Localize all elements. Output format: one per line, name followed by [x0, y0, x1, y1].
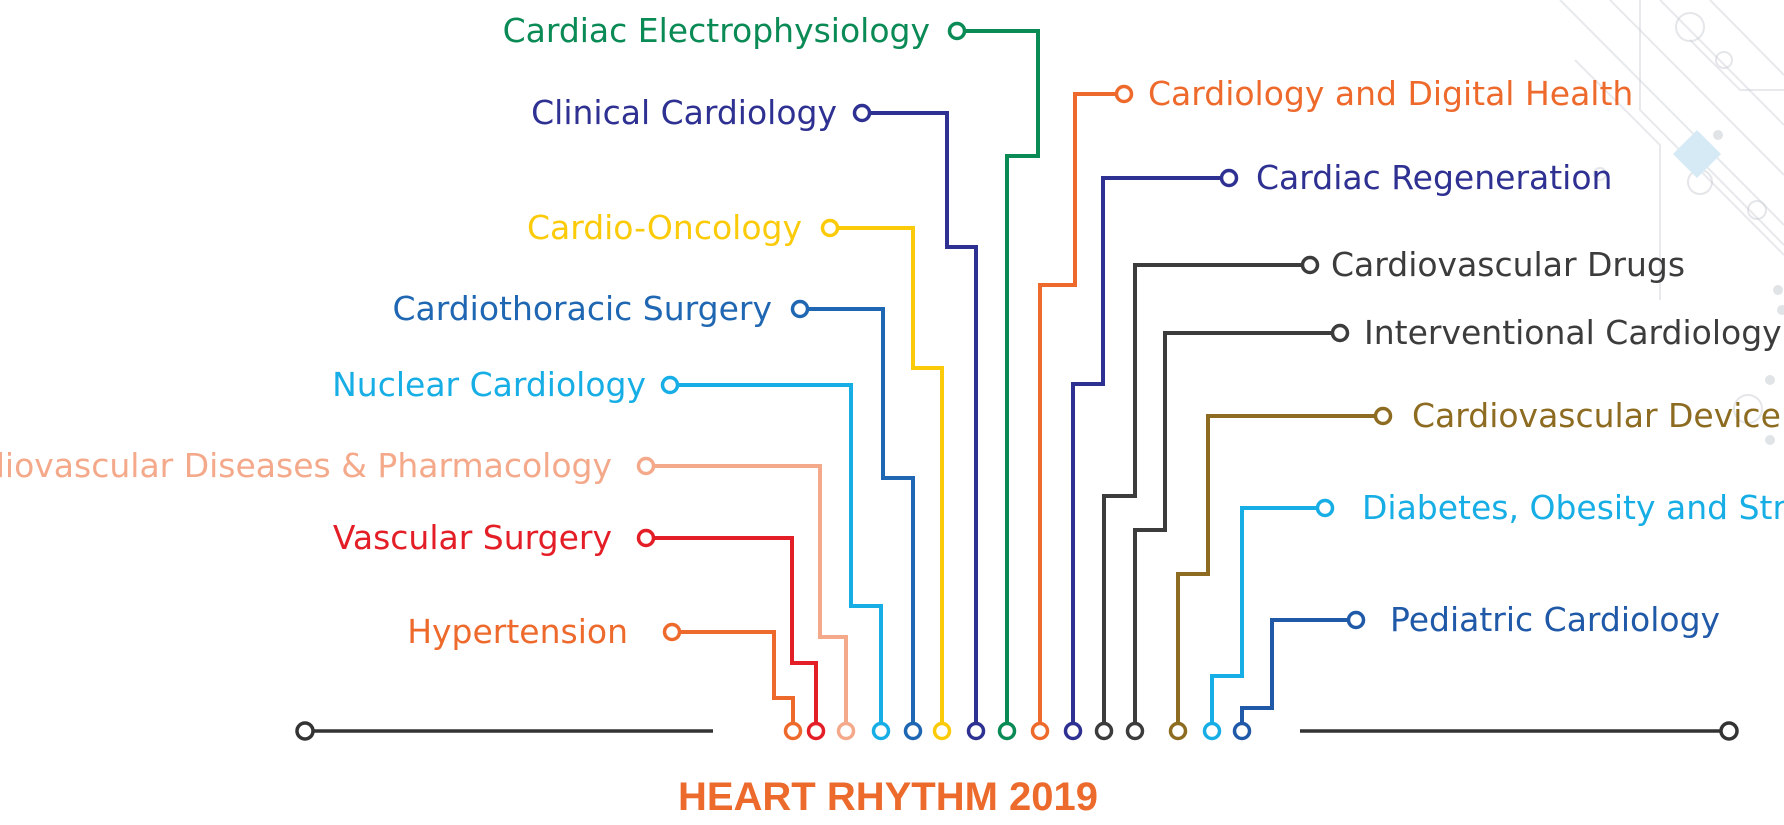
branch-connectors — [646, 31, 1383, 731]
circuit-line — [1700, 160, 1784, 245]
baseline-node-pediatric-cardiology — [1235, 724, 1250, 739]
end-node-cardiovascular-diseases-pharmacology — [639, 459, 654, 474]
baseline-node-cardiac-regeneration — [1066, 724, 1081, 739]
end-node-cardiac-electrophysiology — [950, 24, 965, 39]
baseline-node-diabetes-obesity-stroke — [1205, 724, 1220, 739]
label-cardiology-digital-health: Cardiology and Digital Health — [1148, 74, 1633, 113]
connector-pediatric-cardiology — [1242, 620, 1356, 731]
label-cardiothoracic-surgery: Cardiothoracic Surgery — [392, 289, 772, 328]
end-node-diabetes-obesity-stroke — [1318, 501, 1333, 516]
baseline-node-cardiothoracic-surgery — [906, 724, 921, 739]
label-clinical-cardiology: Clinical Cardiology — [531, 93, 837, 132]
baseline-node-cardio-oncology — [935, 724, 950, 739]
baseline-node-cardiovascular-diseases-pharmacology — [839, 724, 854, 739]
baseline-node-cardiac-electrophysiology — [1000, 724, 1015, 739]
baseline-node-cardiovascular-device — [1171, 724, 1186, 739]
connector-interventional-cardiology — [1135, 333, 1340, 731]
end-node-interventional-cardiology — [1333, 326, 1348, 341]
circuit-dot — [1676, 13, 1704, 41]
label-cardio-oncology: Cardio-Oncology — [527, 208, 802, 247]
end-node-hypertension — [665, 625, 680, 640]
baseline-node-cardiovascular-drugs — [1097, 724, 1112, 739]
end-node-vascular-surgery — [639, 531, 654, 546]
timeline-baseline — [297, 723, 1737, 739]
label-cardiovascular-drugs: Cardiovascular Drugs — [1331, 245, 1685, 284]
connector-cardiovascular-device — [1178, 416, 1383, 731]
connector-hypertension — [672, 632, 793, 731]
end-node-pediatric-cardiology — [1349, 613, 1364, 628]
label-hypertension: Hypertension — [407, 612, 628, 651]
circuit-dot — [1765, 375, 1775, 385]
label-cardiac-electrophysiology: Cardiac Electrophysiology — [503, 11, 930, 50]
baseline-node-clinical-cardiology — [969, 724, 984, 739]
label-cardiovascular-diseases-pharmacology: Cardiovascular Diseases & Pharmacology — [0, 446, 612, 485]
branch-labels: Hypertension Vascular Surgery Cardiovascul… — [0, 11, 1784, 651]
label-nuclear-cardiology: Nuclear Cardiology — [332, 365, 646, 404]
circuit-dot — [1713, 130, 1723, 140]
label-vascular-surgery: Vascular Surgery — [333, 518, 612, 557]
label-diabetes-obesity-stroke: Diabetes, Obesity and Stroke — [1362, 488, 1784, 527]
diagram-title: HEART RHYTHM 2019 — [678, 775, 1098, 819]
baseline-left-end — [297, 723, 313, 739]
label-interventional-cardiology: Interventional Cardiology — [1364, 313, 1782, 352]
baseline-node-cardiology-digital-health — [1033, 724, 1048, 739]
end-node-clinical-cardiology — [855, 106, 870, 121]
connector-cardiology-digital-health — [1040, 94, 1124, 731]
circuit-decoration — [1560, 0, 1784, 445]
baseline-node-nuclear-cardiology — [874, 724, 889, 739]
end-node-cardiothoracic-surgery — [793, 302, 808, 317]
connector-cardiac-regeneration — [1073, 178, 1229, 731]
circuit-dot — [1765, 435, 1775, 445]
end-node-cardio-oncology — [823, 221, 838, 236]
label-cardiac-regeneration: Cardiac Regeneration — [1256, 158, 1612, 197]
circuit-dot — [1773, 285, 1783, 295]
baseline-right-end — [1721, 723, 1737, 739]
end-node-cardiovascular-device — [1376, 409, 1391, 424]
end-node-cardiology-digital-health — [1117, 87, 1132, 102]
label-pediatric-cardiology: Pediatric Cardiology — [1390, 600, 1720, 639]
connector-cardiac-electrophysiology — [957, 31, 1038, 731]
baseline-node-interventional-cardiology — [1128, 724, 1143, 739]
end-node-cardiovascular-drugs — [1303, 258, 1318, 273]
label-cardiovascular-device: Cardiovascular Device — [1412, 396, 1781, 435]
baseline-node-hypertension — [786, 724, 801, 739]
circuit-line — [1710, 0, 1784, 75]
baseline-node-vascular-surgery — [809, 724, 824, 739]
circuit-line — [1690, 40, 1784, 90]
end-node-nuclear-cardiology — [663, 378, 678, 393]
end-node-cardiac-regeneration — [1222, 171, 1237, 186]
